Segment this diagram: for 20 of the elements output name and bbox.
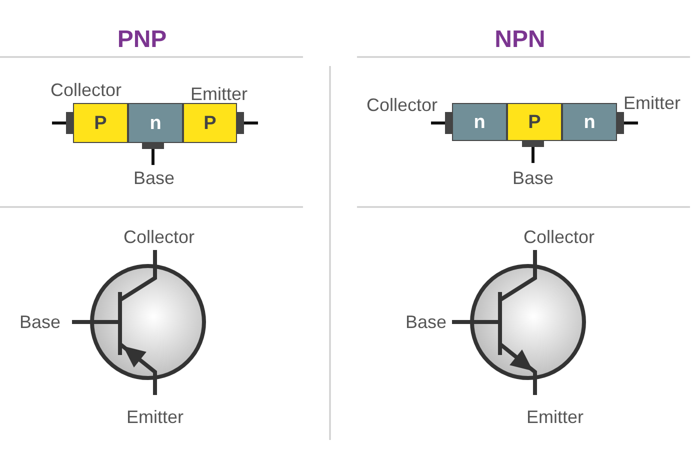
terminal-label: Emitter bbox=[624, 94, 680, 112]
terminal-label: Base bbox=[512, 169, 554, 187]
semiconductor-layer: P bbox=[73, 103, 128, 143]
terminal-label: Emitter bbox=[126, 408, 184, 426]
terminal-label: Base bbox=[405, 313, 447, 331]
terminal-label: Emitter bbox=[190, 85, 248, 103]
terminal-label: Collector bbox=[366, 96, 438, 114]
terminal-label: Emitter bbox=[526, 408, 584, 426]
terminal-label: Collector bbox=[523, 228, 595, 246]
semiconductor-layer: n bbox=[562, 103, 617, 141]
terminal-label: Collector bbox=[123, 228, 195, 246]
semiconductor-layer: P bbox=[507, 103, 562, 141]
semiconductor-layer: n bbox=[128, 103, 183, 143]
terminal-label: Base bbox=[19, 313, 61, 331]
section-heading: PNP bbox=[117, 28, 167, 52]
terminal-label: Base bbox=[133, 169, 175, 187]
semiconductor-layer: P bbox=[183, 103, 237, 143]
terminal-label: Collector bbox=[50, 81, 122, 99]
semiconductor-layer: n bbox=[452, 103, 507, 141]
section-heading: NPN bbox=[494, 28, 546, 52]
